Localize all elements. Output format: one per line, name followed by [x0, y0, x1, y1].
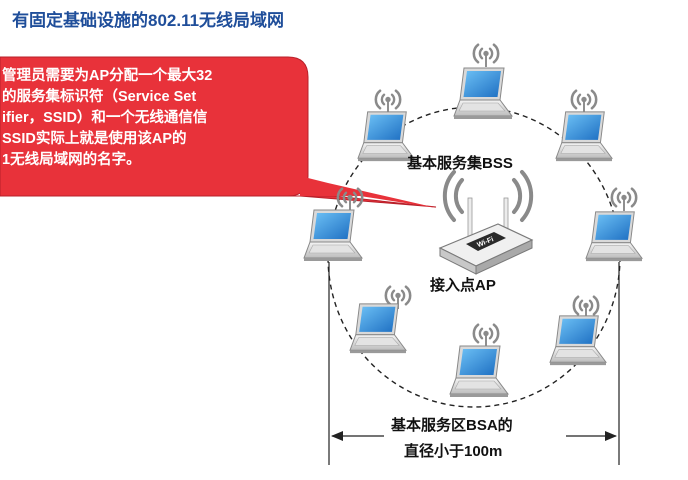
callout-line: SSID实际上就是使用该AP的 [2, 131, 187, 147]
callout-pointer [300, 176, 437, 208]
laptop-bottom [449, 323, 509, 398]
laptop-icon [357, 111, 415, 162]
laptop-right [585, 187, 643, 262]
wifi-signal-icon [570, 89, 598, 113]
laptop-top [453, 43, 513, 120]
callout-line: 的服务集标识符（Service Set [2, 89, 197, 105]
callout-line: 1无线局域网的名字。 [2, 152, 141, 168]
access-point-label: 接入点AP [430, 277, 496, 294]
wifi-signal-icon [472, 323, 500, 347]
callout-line: 管理员需要为AP分配一个最大32 [2, 68, 213, 84]
laptop-upper-left [357, 89, 415, 162]
laptop-icon [555, 111, 613, 162]
wifi-signal-icon [472, 43, 500, 67]
callout-line: ifier，SSID）和一个无线通信信 [2, 110, 208, 126]
laptop-icon [449, 345, 509, 398]
laptop-upper-right [555, 89, 613, 162]
page-title: 有固定基础设施的802.11无线局域网 [12, 11, 285, 30]
bsa-arrow-left [331, 431, 343, 441]
laptop-lower-right [549, 295, 607, 366]
laptop-icon [453, 67, 513, 120]
bsa-label-line1: 基本服务区BSA的 [391, 417, 513, 434]
bsa-arrow-right [605, 431, 617, 441]
wifi-signal-icon [374, 89, 402, 113]
bsa-label-line2: 直径小于100m [404, 443, 503, 460]
bss-label: 基本服务集BSS [407, 155, 513, 172]
callout-text: 管理员需要为AP分配一个最大32 的服务集标识符（Service Set ifi… [2, 66, 302, 171]
wireless-router-icon: Wi-Fi [438, 170, 534, 275]
laptop-icon [549, 315, 607, 366]
laptop-icon [585, 211, 643, 262]
laptop-icon [349, 303, 407, 354]
wifi-signal-icon [610, 187, 638, 211]
laptop-icon [303, 209, 363, 262]
laptop-lower-left [349, 285, 412, 354]
